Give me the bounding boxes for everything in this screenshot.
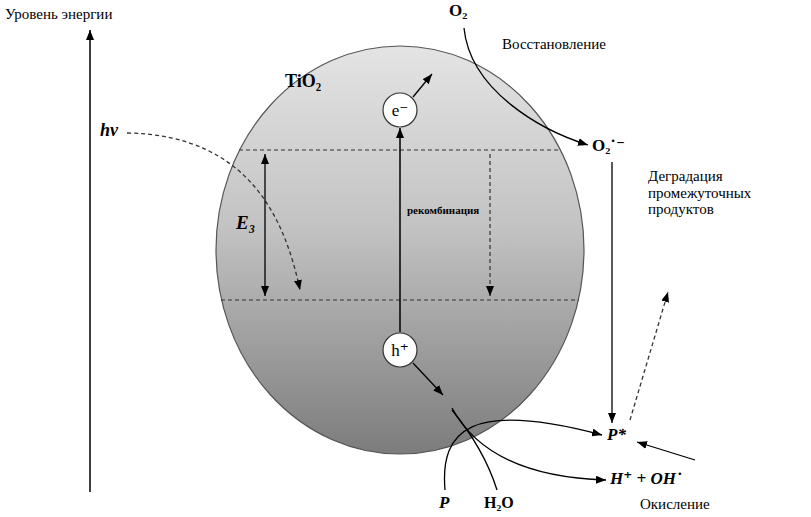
charge-label: e⁻ <box>392 102 409 119</box>
species-label: O₂ <box>449 2 467 21</box>
process-label: Деградация промежуточных продуктов <box>648 168 788 218</box>
energy-axis <box>89 30 91 492</box>
excitation-arrow <box>399 128 401 332</box>
band-gap-label: E₃ <box>236 213 255 234</box>
charge-label: h⁺ <box>391 342 408 359</box>
axis-label: Уровень энергии <box>5 6 112 23</box>
species-label: O₂˙⁻ <box>592 137 625 156</box>
reduction-path <box>464 28 588 145</box>
species-label: P* <box>607 426 626 445</box>
hole-circle: h⁺ <box>382 332 418 368</box>
process-label: Окисление <box>640 496 710 513</box>
species-label: H₂O <box>484 494 514 512</box>
charge-body <box>383 93 417 127</box>
superoxide-arrow <box>611 162 612 423</box>
particle-body <box>216 46 584 454</box>
hole-transfer-arrow <box>413 363 443 395</box>
particle-label: TiO₂ <box>285 72 321 92</box>
process-label: Восстановление <box>502 36 606 53</box>
degradation-arrow <box>630 292 668 420</box>
electron-circle: e⁻ <box>382 92 418 128</box>
electron-transfer-arrow <box>413 74 432 97</box>
species-label: H⁺ + OH˙ <box>610 470 682 489</box>
photon-path <box>127 133 300 290</box>
photon-label: hν <box>100 121 118 141</box>
charge-body <box>383 333 417 367</box>
recombination-arrow <box>489 154 490 296</box>
recombination-label: рекомбинация <box>407 204 479 216</box>
band-gap-arrow <box>264 154 265 296</box>
species-label: P <box>439 494 449 513</box>
water-oxidation-path <box>452 408 606 480</box>
radical-attack-arrow <box>637 442 695 460</box>
